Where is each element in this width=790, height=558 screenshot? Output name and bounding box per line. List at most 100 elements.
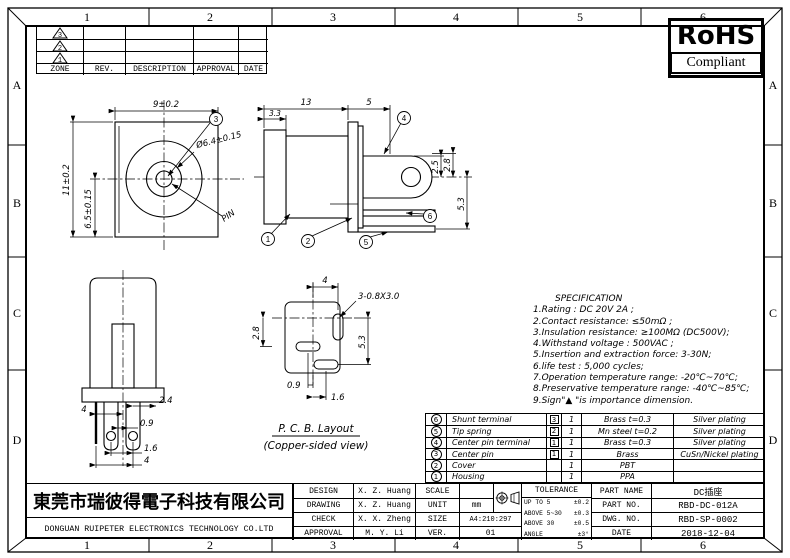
- bottom-view-dimension-lines: [89, 403, 156, 468]
- part-no-label: PART NO.: [591, 498, 651, 512]
- dim-pcb-53: 5.3: [358, 335, 368, 349]
- scale-value: [459, 484, 493, 498]
- tolerance-row: ABOVE 5~30 ±0.3: [521, 507, 591, 519]
- tolerance-range: ABOVE 5~30: [524, 509, 562, 517]
- svg-text:2: 2: [58, 45, 62, 52]
- design-value: X. Z. Huang: [353, 484, 415, 498]
- size-value: A4:210:297: [459, 512, 521, 526]
- dim-bottom-09: 0.9: [140, 419, 154, 429]
- specification-title: SPECIFICATION: [555, 294, 623, 304]
- rohs-badge: RoHS Compliant: [668, 18, 764, 78]
- side-view-body: [263, 121, 436, 233]
- zone-bottom-5: 5: [577, 538, 583, 552]
- dim-pcb-16: 1.6: [331, 393, 345, 403]
- part-name: Center pin: [446, 447, 546, 460]
- revision-triangle-2: 2: [52, 40, 68, 52]
- part-name: Tip spring: [446, 425, 546, 437]
- projection-symbol-cell: [493, 484, 521, 512]
- part-rev: 1: [546, 436, 561, 448]
- dim-pcb-28: 2.8: [252, 326, 262, 340]
- approval-label: APPROVAL: [293, 526, 353, 540]
- callout-cover: 2: [301, 234, 315, 248]
- zone-top-6: 6: [700, 10, 706, 24]
- part-material: Mn steel t=0.2: [581, 425, 673, 437]
- part-rev: [546, 470, 561, 482]
- svg-text:1: 1: [58, 57, 62, 64]
- bottom-view-dimension-texts: 4 2.4 0.9 1.6 4: [81, 396, 172, 466]
- unit-value: mm: [459, 498, 493, 512]
- zone-top-5: 5: [577, 10, 583, 24]
- part-rev: [546, 459, 561, 471]
- spec-line-4: 4.Withstand voltage : 500VAC ;: [533, 339, 674, 350]
- zone-labels: 1 2 3 4 5 6 1 2 3 4 5 6 A B C D A B C D: [13, 10, 778, 552]
- side-view-dimension-lines: [257, 105, 470, 238]
- front-callout-center-pin: 3: [209, 112, 223, 126]
- dim-side-length: 13: [301, 98, 312, 108]
- zone-top-3: 3: [330, 10, 336, 24]
- revision-header-rev: REV.: [83, 63, 125, 75]
- check-value: X. X. Zheng: [353, 512, 415, 526]
- part-material: Brass t=0.3: [581, 414, 673, 426]
- title-block: 東莞市瑞彼得電子科技有限公司 DONGUAN RUIPETER ELECTRON…: [26, 483, 764, 540]
- part-number: 1: [426, 470, 446, 482]
- date-value: 2018-12-04: [651, 526, 764, 540]
- part-plating: [673, 459, 765, 471]
- svg-text:2: 2: [306, 237, 311, 246]
- revision-header-approval: APPROVAL: [193, 63, 238, 75]
- part-rev: 2: [546, 425, 561, 437]
- dwg-no-value: RBD-SP-0002: [651, 512, 764, 526]
- side-view-dimension-texts: 13 3.3 5 2.5 2.8 5.3: [269, 98, 467, 211]
- svg-text:5: 5: [364, 238, 369, 247]
- part-number: 5: [426, 425, 446, 437]
- parts-table: 6 Shunt terminal 3 1 Brass t=0.3 Silver …: [425, 413, 765, 483]
- pcb-outline: [284, 301, 344, 374]
- front-pin-label: PIN: [220, 208, 238, 225]
- pcb-texts: 4 3-0.8X3.0 2.8 5.3 0.9 1.6 P. C. B. Lay…: [252, 276, 399, 452]
- pcb-layout-drawing: 4 3-0.8X3.0 2.8 5.3 0.9 1.6 P. C. B. Lay…: [252, 276, 399, 452]
- size-label: SIZE: [415, 512, 459, 526]
- zone-right-a: A: [769, 78, 778, 92]
- revision-marker-cell: 2: [37, 39, 83, 51]
- revision-header-date: DATE: [238, 63, 268, 75]
- spec-line-5: 5.Insertion and extraction force: 3-30N;: [533, 350, 712, 361]
- dim-side-53: 5.3: [457, 197, 467, 211]
- part-material: Brass: [581, 447, 673, 460]
- part-material: PPA: [581, 470, 673, 482]
- design-label: DESIGN: [293, 484, 353, 498]
- tolerance-title: TOLERANCE: [521, 484, 591, 497]
- part-plating: Silver plating: [673, 414, 765, 426]
- check-label: CHECK: [293, 512, 353, 526]
- part-qty: 1: [561, 425, 581, 437]
- callout-housing: 1: [261, 232, 275, 246]
- spec-line-8: 8.Preservative temperature range: -40℃~8…: [533, 384, 750, 395]
- zone-left-b: B: [13, 196, 21, 210]
- part-name: Housing: [446, 470, 546, 482]
- zone-bottom-2: 2: [207, 538, 213, 552]
- drawing-value: X. Z. Huang: [353, 498, 415, 512]
- pcb-caption-subtitle: (Copper-sided view): [264, 440, 369, 452]
- svg-text:6: 6: [428, 212, 433, 221]
- revision-table: 3 2 1 ZONE REV. DESCRIPTION APPROVAL DAT…: [36, 26, 268, 75]
- dim-side-25: 2.5: [431, 160, 441, 174]
- zone-right-c: C: [769, 306, 777, 320]
- part-name-value: DC插座: [651, 484, 764, 498]
- part-rev: 1: [546, 447, 561, 460]
- part-number: 3: [426, 447, 446, 460]
- zone-bottom-1: 1: [84, 538, 90, 552]
- version-value: 01: [459, 526, 521, 540]
- spec-line-1: 1.Rating : DC 20V 2A ;: [533, 305, 634, 316]
- spec-line-7: 7.Operation temperature range: -20℃~70℃;: [533, 373, 738, 384]
- part-number: 2: [426, 459, 446, 471]
- unit-label: UNIT: [415, 498, 459, 512]
- spec-line-6: 6.life test : 5,000 cycles;: [533, 361, 644, 372]
- part-plating: CuSn/Nickel plating: [673, 447, 765, 460]
- part-plating: Silver plating: [673, 436, 765, 448]
- side-view-drawing: 13 3.3 5 2.5 2.8 5.3 1 2 5 6: [254, 98, 472, 249]
- revision-triangle-1: 1: [52, 52, 68, 64]
- front-view-drawing: 9±0.2 11±0.2 6.5±0.15 Ø6.4±0.15 PIN 3: [62, 100, 244, 250]
- tolerance-range: ABOVE 30: [524, 520, 555, 528]
- zone-left-a: A: [13, 78, 22, 92]
- zone-left-c: C: [13, 306, 21, 320]
